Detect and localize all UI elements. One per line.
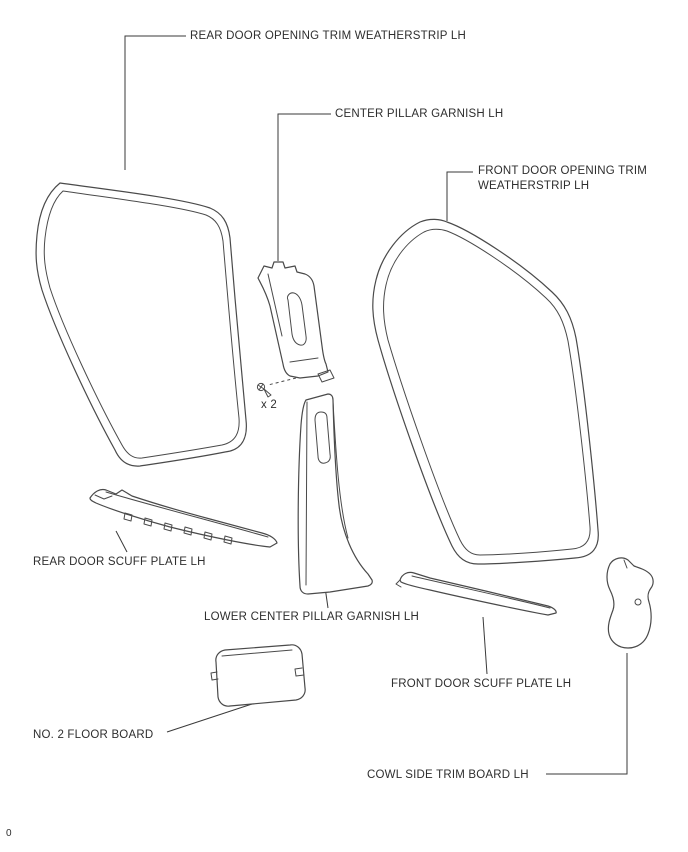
label-front-door-scuff-plate: FRONT DOOR SCUFF PLATE LH xyxy=(391,678,572,690)
label-rear-door-weatherstrip: REAR DOOR OPENING TRIM WEATHERSTRIP LH xyxy=(190,30,466,42)
label-front-door-weatherstrip: FRONT DOOR OPENING TRIM WEATHERSTRIP LH xyxy=(478,164,647,194)
rear-door-weatherstrip-drawing xyxy=(35,182,247,467)
center-pillar-garnish-drawing xyxy=(257,261,335,386)
label-no2-floor-board: NO. 2 FLOOR BOARD xyxy=(33,729,154,741)
leader-line-front-weatherstrip xyxy=(446,171,473,221)
screw-icon xyxy=(256,382,272,398)
label-rear-door-scuff-plate: REAR DOOR SCUFF PLATE LH xyxy=(33,556,206,568)
leader-line-center-pillar-garnish xyxy=(277,113,331,261)
leader-line-rear-weatherstrip xyxy=(124,35,186,170)
lower-center-pillar-garnish-drawing xyxy=(297,393,373,595)
label-cowl-side-trim-board: COWL SIDE TRIM BOARD LH xyxy=(367,769,529,781)
leader-line-cowl-side-trim xyxy=(546,653,628,775)
label-front-door-weatherstrip-line2: WEATHERSTRIP LH xyxy=(478,180,590,192)
leader-line-floor-board xyxy=(166,703,253,733)
label-front-door-weatherstrip-line1: FRONT DOOR OPENING TRIM xyxy=(478,165,648,177)
rear-door-scuff-plate-drawing xyxy=(89,488,278,548)
page-marker: 0 xyxy=(6,828,12,839)
leader-line-rear-scuff-plate xyxy=(115,530,128,553)
label-lower-center-pillar-garnish: LOWER CENTER PILLAR GARNISH LH xyxy=(204,611,419,623)
floor-board-drawing xyxy=(210,644,306,707)
label-screw-count: x 2 xyxy=(261,399,277,411)
front-door-scuff-plate-drawing xyxy=(395,571,557,616)
label-center-pillar-garnish: CENTER PILLAR GARNISH LH xyxy=(335,108,504,120)
leader-line-front-scuff-plate xyxy=(482,616,488,675)
front-door-weatherstrip-drawing xyxy=(372,218,599,565)
hidden-attachment-line xyxy=(267,377,297,386)
cowl-side-trim-board-drawing xyxy=(606,557,654,649)
